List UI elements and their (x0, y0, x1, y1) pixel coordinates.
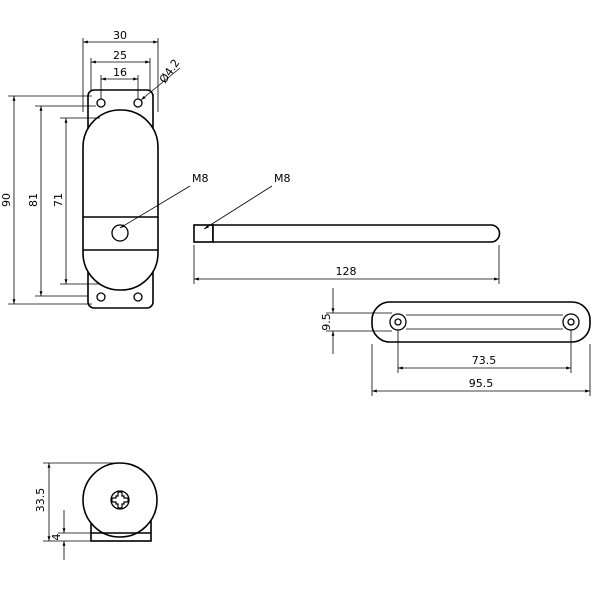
body-capsule (82, 109, 159, 291)
dim-side-height: 33.5 (34, 488, 47, 513)
dim-hole-diameter: Ø4.2 (157, 57, 183, 86)
dim-side-base-height: 4 (50, 534, 63, 541)
arm-hole-left-inner (394, 318, 402, 326)
side-view (82, 462, 158, 542)
arm-plan-view (371, 301, 591, 343)
arm-plan-dimensions: 9.5 73.5 95.5 (320, 288, 591, 396)
dim-height-mid: 81 (27, 193, 40, 207)
dim-height-inner: 71 (52, 193, 65, 207)
arm-view (193, 224, 501, 243)
dim-arm-hole-spacing: 73.5 (472, 354, 497, 367)
arm-view-dimensions: M8 128 (193, 172, 500, 284)
m8-boss (111, 224, 129, 242)
dim-hole-spacing-inner: 16 (113, 66, 127, 79)
arm-thread-label: M8 (274, 172, 291, 185)
side-view-dimensions: 33.5 4 (34, 462, 120, 560)
dim-arm-length: 128 (336, 265, 357, 278)
arm-hole-right-inner (567, 318, 575, 326)
dim-arm-length-plan: 95.5 (469, 377, 494, 390)
dim-height-overall: 90 (0, 193, 13, 207)
front-thread-label: M8 (192, 172, 209, 185)
arm-bar (371, 301, 591, 343)
top-left-hole (96, 98, 106, 108)
arm-rod (212, 224, 501, 243)
front-view (82, 89, 159, 309)
bottom-left-hole (96, 292, 106, 302)
dim-arm-thickness: 9.5 (320, 313, 333, 331)
top-right-hole (133, 98, 143, 108)
arm-thread-end (193, 224, 214, 243)
bottom-right-hole (133, 292, 143, 302)
dim-width-overall: 30 (113, 29, 127, 42)
dim-hole-spacing-outer: 25 (113, 49, 127, 62)
screw-icon (110, 490, 130, 510)
